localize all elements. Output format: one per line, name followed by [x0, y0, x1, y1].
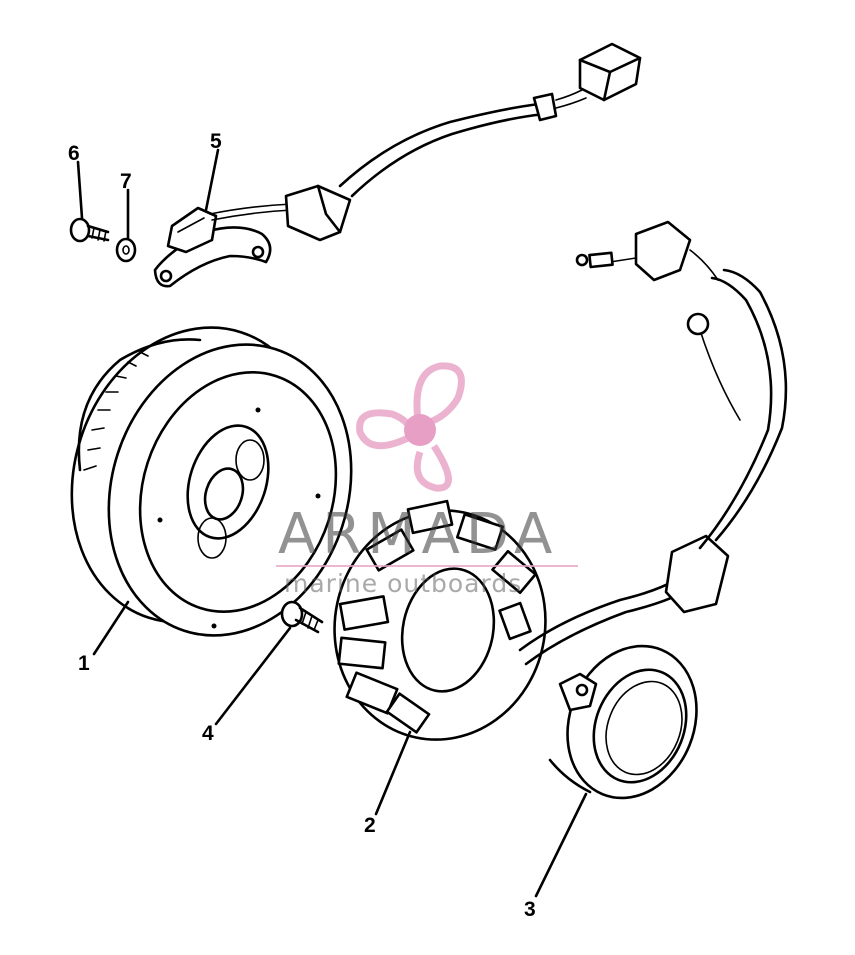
watermark: ARMADA marine outboards: [276, 362, 578, 598]
pulser-coil-assembly: [153, 42, 642, 288]
washer: [115, 237, 137, 263]
callout-5: 5: [210, 130, 222, 153]
callout-7: 7: [120, 170, 132, 193]
stator-base: [548, 644, 698, 800]
callout-3: 3: [524, 898, 536, 921]
stator-bolt: [280, 600, 324, 634]
propeller-logo-icon: [356, 362, 465, 492]
screw: [69, 217, 110, 243]
watermark-name: ARMADA: [278, 502, 558, 567]
leader-lines: [76, 148, 588, 898]
callout-2: 2: [364, 814, 376, 837]
watermark-tagline: marine outboards: [284, 569, 522, 598]
flywheel-rotor: [70, 326, 353, 637]
callout-labels: 1 2 3 4 5 6 7: [68, 130, 536, 921]
callout-6: 6: [68, 142, 80, 165]
callout-1: 1: [78, 652, 90, 675]
stator-assembly: [333, 220, 788, 741]
callout-4: 4: [202, 722, 214, 745]
